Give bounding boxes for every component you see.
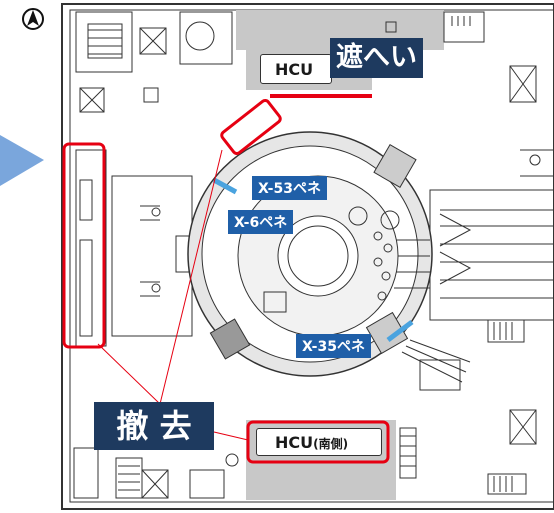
x53-pene-label: X-53ペネ [252, 176, 327, 200]
hcu-south-label: HCU(南側) [256, 428, 382, 456]
leader-line-south [213, 431, 249, 441]
hcu-north-label: HCU [260, 54, 332, 84]
pointer-arrow [0, 135, 44, 186]
north-arrow-icon [22, 8, 44, 30]
removal-label: 撤 去 [94, 402, 214, 450]
shielding-label: 遮へい [330, 38, 423, 78]
leader-line-top [159, 149, 223, 405]
removal-highlight-left [62, 142, 106, 349]
x53-penetration-marker [212, 177, 238, 195]
leader-line-left [97, 343, 161, 405]
x35-penetration-marker [386, 320, 414, 342]
removal-highlight-top [220, 99, 282, 155]
hcu-south-main: HCU [275, 433, 314, 452]
x6-pene-label: X-6ペネ [228, 210, 294, 234]
hcu-south-sub: (南側) [313, 437, 349, 451]
x35-pene-label: X-35ペネ [296, 334, 371, 358]
hcu-south-highlight [246, 420, 390, 464]
